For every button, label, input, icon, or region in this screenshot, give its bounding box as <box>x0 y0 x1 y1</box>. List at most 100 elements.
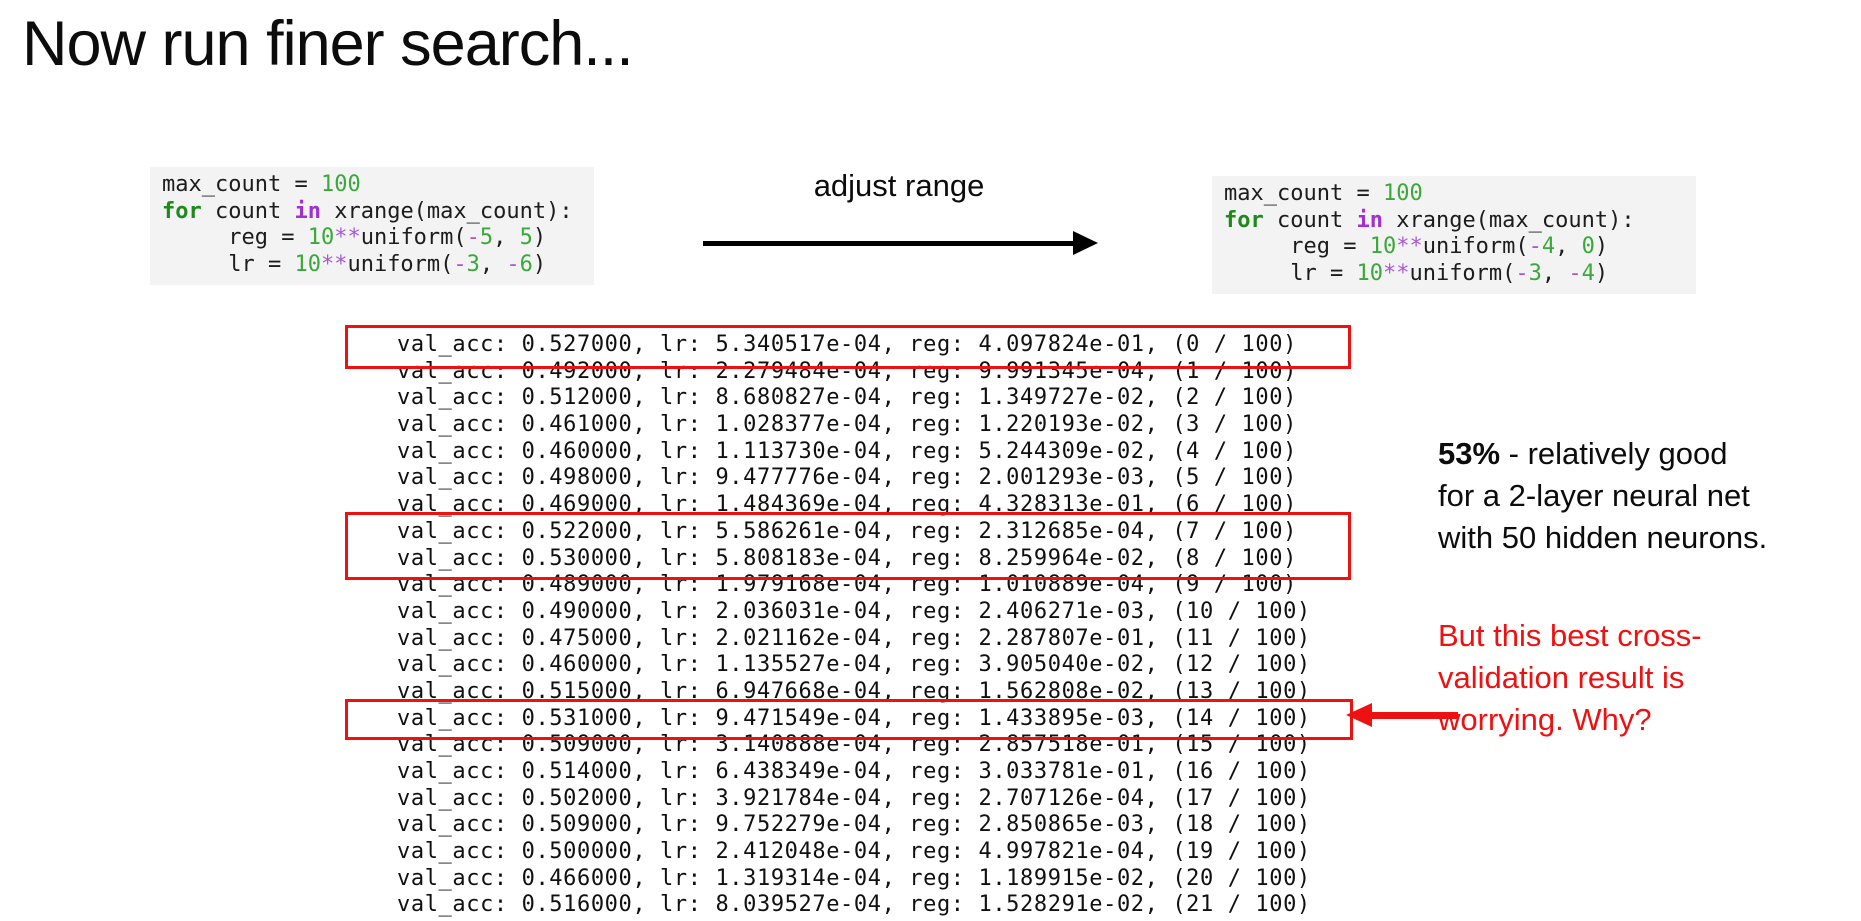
code-token-num: 10 <box>1356 260 1383 286</box>
result-line: val_acc: 0.490000, lr: 2.036031e-04, reg… <box>397 598 1311 624</box>
code-text: xrange(max_count): <box>320 198 573 224</box>
code-token-num: 100 <box>1382 181 1423 206</box>
code-text: max_count = <box>1224 181 1383 206</box>
highlight-box-line-14 <box>345 699 1353 740</box>
code-text: , <box>1541 260 1569 286</box>
code-token-num: 10 <box>294 251 321 277</box>
code-text: ) <box>1594 234 1609 259</box>
note-accuracy-line1: 53% - relatively good <box>1438 433 1767 475</box>
code-text: reg = <box>1224 234 1370 259</box>
code-text: uniform( <box>347 251 454 277</box>
code-text: xrange(max_count): <box>1382 207 1635 233</box>
results-log: val_acc: 0.527000, lr: 5.340517e-04, reg… <box>397 332 1311 919</box>
code-text: reg = <box>162 225 308 250</box>
code-token-op: - <box>1528 234 1542 259</box>
result-line: val_acc: 0.492000, lr: 2.279484e-04, reg… <box>397 358 1297 384</box>
right-arrow-shaft <box>703 241 1077 246</box>
code-line: for count in xrange(max_count): <box>1224 208 1684 235</box>
result-line: val_acc: 0.466000, lr: 1.319314e-04, reg… <box>397 865 1311 891</box>
code-token-num: 10 <box>1369 234 1397 259</box>
result-line: val_acc: 0.514000, lr: 6.438349e-04, reg… <box>397 759 1311 784</box>
code-token-op: - <box>1568 260 1582 286</box>
code-token-op: - <box>1515 260 1529 286</box>
result-line: val_acc: 0.531000, lr: 9.471549e-04, reg… <box>397 705 1311 731</box>
left-arrow-icon <box>1346 703 1372 727</box>
note-accuracy: 53% - relatively good for a 2-layer neur… <box>1438 433 1767 559</box>
code-token-op: ** <box>1396 234 1423 259</box>
result-line: val_acc: 0.461000, lr: 1.028377e-04, reg… <box>397 412 1297 438</box>
code-token-num: 10 <box>307 225 335 250</box>
code-text: max_count = <box>162 172 321 197</box>
result-line: val_acc: 0.498000, lr: 9.477776e-04, reg… <box>397 465 1297 491</box>
result-line: val_acc: 0.475000, lr: 2.021162e-04, reg… <box>397 625 1311 651</box>
code-line: reg = 10**uniform(-5, 5) <box>162 225 582 252</box>
code-token-op: ** <box>1382 260 1410 286</box>
result-line: val_acc: 0.512000, lr: 8.680827e-04, reg… <box>397 385 1297 411</box>
code-token-kw2: in <box>294 198 321 224</box>
code-text: count <box>1263 207 1357 233</box>
code-text: , <box>493 225 520 250</box>
note-warning: But this best cross- validation result i… <box>1438 615 1702 741</box>
code-token-num: 0 <box>1581 234 1595 259</box>
result-line: val_acc: 0.460000, lr: 1.113730e-04, reg… <box>397 438 1297 464</box>
code-text: lr = <box>162 251 295 277</box>
result-line: val_acc: 0.460000, lr: 1.135527e-04, reg… <box>397 652 1311 678</box>
code-text: uniform( <box>360 225 467 250</box>
result-line: val_acc: 0.527000, lr: 5.340517e-04, reg… <box>397 332 1297 357</box>
callout-arrow-shaft <box>1370 712 1458 719</box>
code-token-op: - <box>453 251 467 277</box>
note-accuracy-line2: for a 2-layer neural net <box>1438 478 1750 513</box>
code-text: , <box>479 251 507 277</box>
code-token-op: - <box>466 225 480 250</box>
code-line: reg = 10**uniform(-4, 0) <box>1224 234 1684 261</box>
result-line: val_acc: 0.509000, lr: 9.752279e-04, reg… <box>397 812 1311 838</box>
code-token-num: 3 <box>466 251 480 277</box>
code-token-num: 100 <box>320 172 361 197</box>
adjust-range-label: adjust range <box>813 168 985 203</box>
right-arrow-icon <box>1073 231 1098 255</box>
code-token-op: - <box>506 251 520 277</box>
accuracy-value: 53% <box>1438 436 1501 471</box>
code-line: max_count = 100 <box>1224 181 1684 208</box>
code-line: lr = 10**uniform(-3, -4) <box>1224 261 1684 288</box>
code-text: ) <box>1594 260 1609 286</box>
code-token-num: 3 <box>1528 260 1542 286</box>
note-accuracy-line3: with 50 hidden neurons. <box>1438 520 1768 555</box>
code-token-kw2: in <box>1356 207 1383 233</box>
result-line: val_acc: 0.516000, lr: 8.039527e-04, reg… <box>397 892 1311 918</box>
code-token-num: 4 <box>1541 234 1556 259</box>
code-token-num: 4 <box>1581 260 1595 286</box>
highlight-box-line-0 <box>345 325 1351 369</box>
note-warning-line1: But this best cross- <box>1438 618 1702 653</box>
code-line: max_count = 100 <box>162 172 582 199</box>
code-text: , <box>1555 234 1582 259</box>
result-line: val_acc: 0.522000, lr: 5.586261e-04, reg… <box>397 518 1297 544</box>
code-token-op: ** <box>334 225 361 250</box>
code-token-num: 6 <box>519 251 533 277</box>
code-text: ) <box>532 251 547 277</box>
slide-title: Now run finer search... <box>22 9 634 79</box>
code-token-num: 5 <box>479 225 494 250</box>
result-line: val_acc: 0.502000, lr: 3.921784e-04, reg… <box>397 785 1311 811</box>
code-text: uniform( <box>1422 234 1529 259</box>
code-text: ) <box>532 225 547 250</box>
note-warning-line2: validation result is <box>1438 660 1685 695</box>
code-line: lr = 10**uniform(-3, -6) <box>162 252 582 279</box>
note-accuracy-line1-rest: - relatively good <box>1500 436 1728 471</box>
result-line: val_acc: 0.530000, lr: 5.808183e-04, reg… <box>397 545 1297 571</box>
result-line: val_acc: 0.509000, lr: 3.140888e-04, reg… <box>397 732 1311 758</box>
code-token-kw: for <box>162 198 202 224</box>
result-line: val_acc: 0.500000, lr: 2.412048e-04, reg… <box>397 839 1311 865</box>
result-line: val_acc: 0.489000, lr: 1.979168e-04, reg… <box>397 572 1297 598</box>
highlight-box-lines-7-8 <box>345 512 1351 580</box>
code-token-num: 5 <box>519 225 533 250</box>
code-text: uniform( <box>1409 260 1516 286</box>
note-warning-line3: worrying. Why? <box>1438 702 1652 737</box>
code-token-kw: for <box>1224 207 1264 233</box>
code-line: for count in xrange(max_count): <box>162 199 582 226</box>
code-text: count <box>201 198 295 224</box>
code-token-op: ** <box>320 251 348 277</box>
